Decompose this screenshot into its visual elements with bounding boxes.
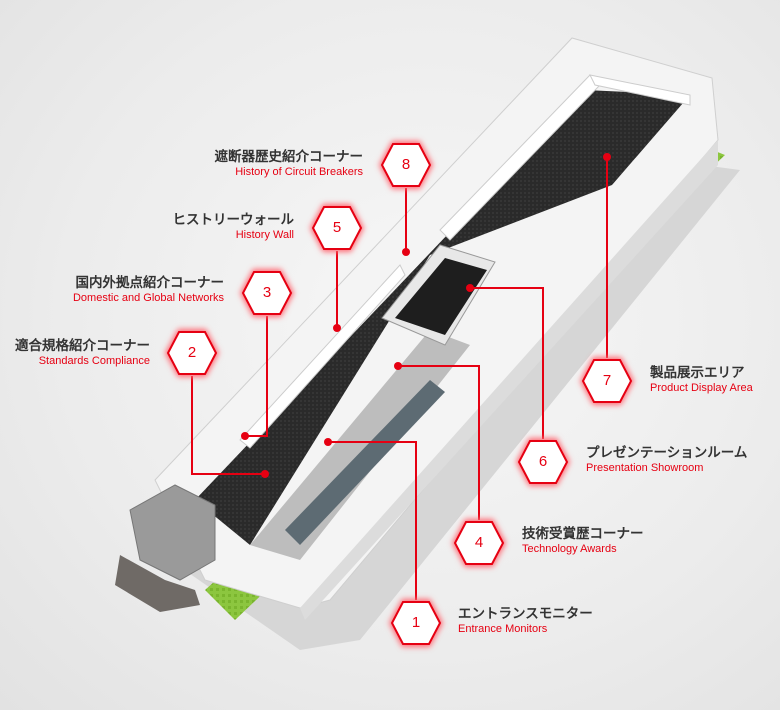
entrance-gate xyxy=(129,484,216,581)
marker-number: 7 xyxy=(602,372,612,389)
marker-number: 5 xyxy=(332,219,342,236)
marker-number: 8 xyxy=(401,156,411,173)
label-jp: エントランスモニター xyxy=(458,606,593,621)
label-en: History Wall xyxy=(235,228,294,241)
marker-1[interactable]: 1 xyxy=(389,599,443,647)
outer-wall xyxy=(300,140,718,620)
label-jp: 遮断器歴史紹介コーナー xyxy=(214,149,364,164)
marker-3[interactable]: 3 xyxy=(240,269,294,317)
label-jp: プレゼンテーションルーム xyxy=(586,445,748,460)
label-jp: 製品展示エリア xyxy=(650,365,745,380)
marker-number: 2 xyxy=(187,344,197,361)
entrance-steps xyxy=(115,555,200,612)
marker-number: 4 xyxy=(474,534,484,551)
label-en: History of Circuit Breakers xyxy=(235,165,363,178)
marker-number: 1 xyxy=(411,614,421,631)
marker-number: 6 xyxy=(538,453,548,470)
marker-8[interactable]: 8 xyxy=(379,141,433,189)
marker-5[interactable]: 5 xyxy=(310,204,364,252)
history-wall xyxy=(239,264,406,449)
marker-2[interactable]: 2 xyxy=(165,329,219,377)
marker-4[interactable]: 4 xyxy=(452,519,506,567)
label-en: Domestic and Global Networks xyxy=(72,291,224,304)
marker-7[interactable]: 7 xyxy=(580,357,634,405)
label-jp: 技術受賞歴コーナー xyxy=(522,526,644,541)
office-floor xyxy=(250,330,470,560)
marker-6[interactable]: 6 xyxy=(516,438,570,486)
presentation-room-floor xyxy=(395,258,487,335)
location-dots xyxy=(241,153,611,478)
leader-lines xyxy=(191,157,608,600)
label-en: Standards Compliance xyxy=(38,354,150,367)
label-en: Product Display Area xyxy=(650,381,753,394)
label-jp: 適合規格紹介コーナー xyxy=(15,338,150,353)
product-display-wall-back xyxy=(589,74,691,106)
label-en: Entrance Monitors xyxy=(458,622,548,635)
label-jp: ヒストリーウォール xyxy=(172,212,295,227)
label-en: Presentation Showroom xyxy=(586,461,704,474)
label-jp: 国内外拠点紹介コーナー xyxy=(75,275,225,290)
award-shelves xyxy=(285,380,445,545)
marker-number: 3 xyxy=(262,284,272,301)
label-en: Technology Awards xyxy=(522,542,617,555)
dark-floor xyxy=(195,90,690,545)
